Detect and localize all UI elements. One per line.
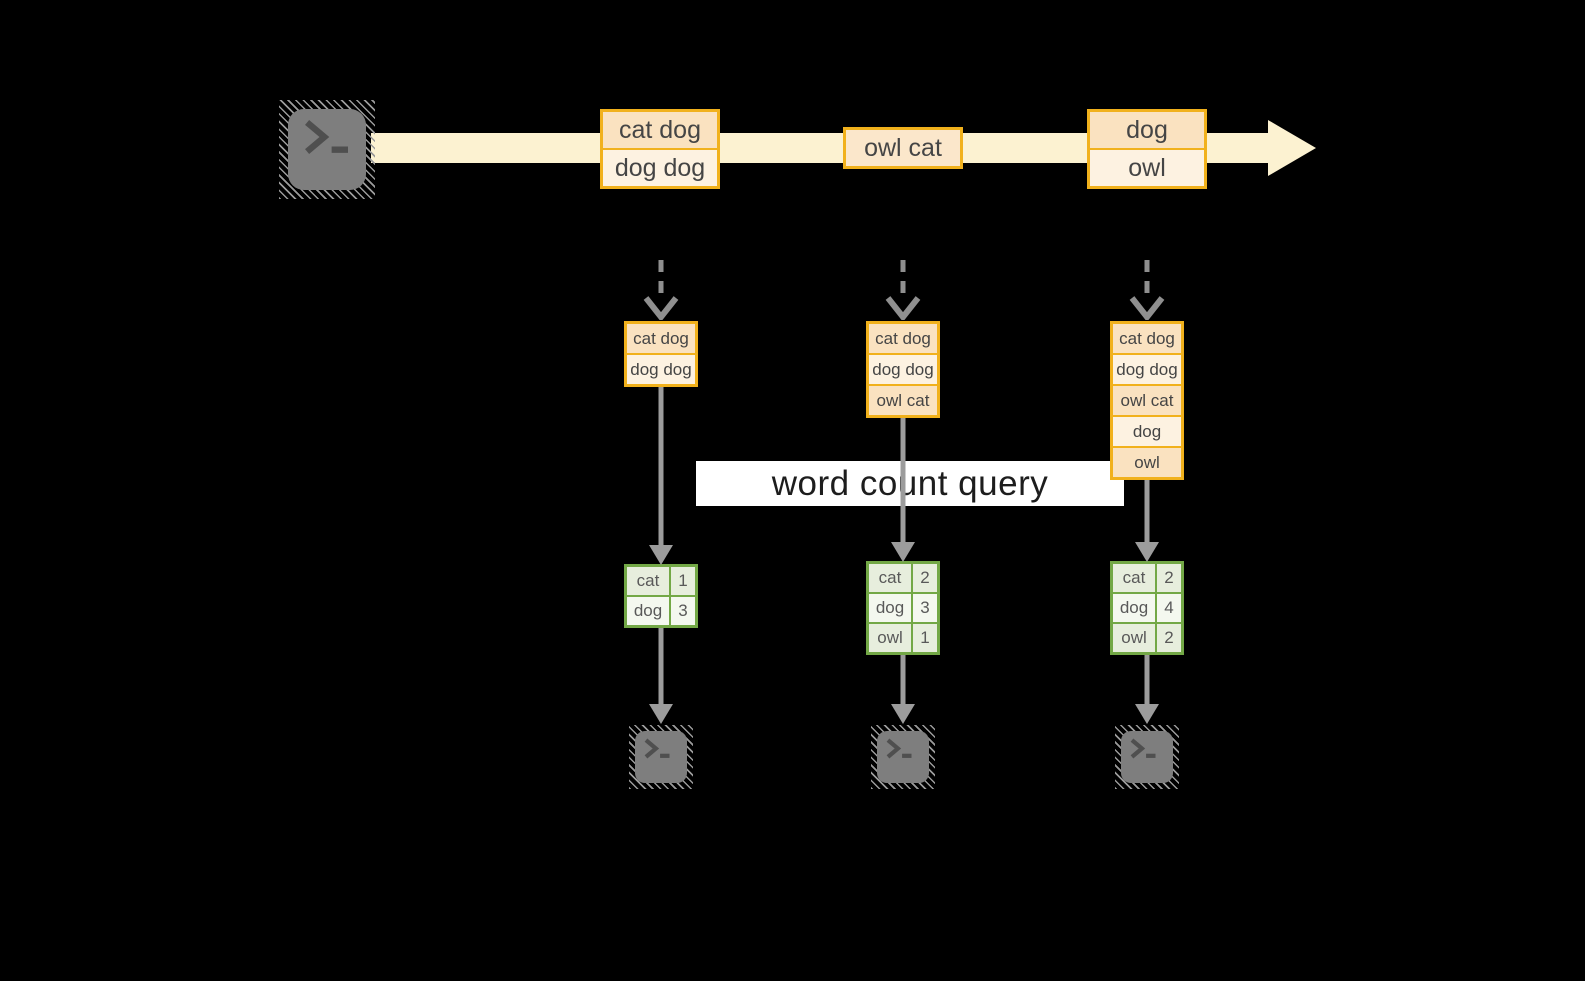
count-cell: 1 [913, 624, 937, 652]
query-banner: word count query [696, 461, 1124, 506]
sink-terminal-icon [871, 725, 935, 789]
word-cell: cat [869, 564, 911, 592]
terminal-window [877, 731, 929, 783]
word-cell: owl [1113, 624, 1155, 652]
output-arrow [1135, 655, 1159, 724]
buffer-box: cat dog dog dog [624, 321, 698, 387]
count-table: cat 2 dog 4 owl 2 [1110, 561, 1184, 655]
terminal-prompt-icon [1130, 738, 1156, 759]
message-line: cat dog [603, 112, 717, 148]
word-cell: cat [627, 567, 669, 595]
buffer-line: dog dog [1113, 355, 1181, 384]
message-box: cat dog dog dog [600, 109, 720, 189]
count-table: cat 2 dog 3 owl 1 [866, 561, 940, 655]
buffer-line: cat dog [1113, 324, 1181, 353]
terminal-prompt-icon [886, 738, 912, 759]
buffer-line: owl cat [869, 386, 937, 415]
buffer-line: owl cat [1113, 386, 1181, 415]
terminal-window [635, 731, 687, 783]
buffer-line: dog [1113, 417, 1181, 446]
terminal-window [288, 109, 366, 190]
process-arrow [1135, 480, 1159, 562]
word-cell: owl [869, 624, 911, 652]
buffer-line: dog dog [627, 355, 695, 384]
message-box: dog owl [1087, 109, 1207, 189]
message-line: dog dog [603, 150, 717, 186]
terminal-window [1121, 731, 1173, 783]
sink-terminal-icon [629, 725, 693, 789]
process-arrow [649, 387, 673, 565]
buffer-line: cat dog [627, 324, 695, 353]
buffer-line: dog dog [869, 355, 937, 384]
buffer-box: cat dog dog dog owl cat dog owl [1110, 321, 1184, 480]
message-box: owl cat [843, 127, 963, 169]
count-cell: 3 [913, 594, 937, 622]
count-cell: 1 [671, 567, 695, 595]
buffer-line: cat dog [869, 324, 937, 353]
count-cell: 4 [1157, 594, 1181, 622]
message-line: owl [1090, 150, 1204, 186]
query-banner-label: word count query [771, 463, 1049, 503]
word-cell: cat [1113, 564, 1155, 592]
message-line: dog [1090, 112, 1204, 148]
buffer-box: cat dog dog dog owl cat [866, 321, 940, 418]
terminal-prompt-icon [644, 738, 670, 759]
source-terminal-icon [279, 100, 375, 199]
buffer-line: owl [1113, 448, 1181, 477]
output-arrow [891, 655, 915, 724]
word-cell: dog [627, 597, 669, 625]
ingest-dashed-arrow [1129, 260, 1165, 320]
terminal-prompt-icon [305, 120, 348, 154]
count-cell: 2 [913, 564, 937, 592]
ingest-dashed-arrow [643, 260, 679, 320]
output-arrow [649, 628, 673, 724]
count-table: cat 1 dog 3 [624, 564, 698, 628]
sink-terminal-icon [1115, 725, 1179, 789]
stream-arrow-head-icon [1268, 120, 1316, 176]
process-arrow [891, 418, 915, 562]
ingest-dashed-arrow [885, 260, 921, 320]
word-cell: dog [1113, 594, 1155, 622]
message-line: owl cat [846, 130, 960, 166]
count-cell: 2 [1157, 564, 1181, 592]
count-cell: 3 [671, 597, 695, 625]
count-cell: 2 [1157, 624, 1181, 652]
word-cell: dog [869, 594, 911, 622]
